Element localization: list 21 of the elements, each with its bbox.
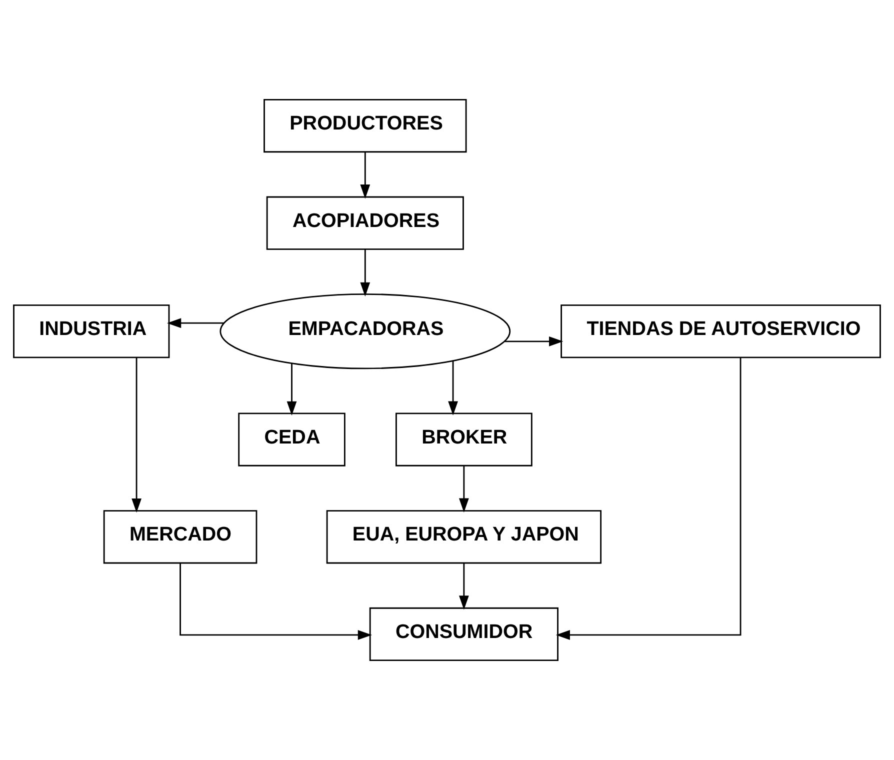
arrow — [180, 563, 372, 640]
arrow — [286, 363, 297, 416]
arrow — [459, 563, 469, 610]
node-box: CONSUMIDOR — [369, 607, 558, 662]
node-box: MERCADO — [103, 510, 258, 564]
node-box: BROKER — [396, 412, 532, 466]
node-ellipse: EMPACADORAS — [220, 293, 511, 370]
arrow — [504, 336, 564, 346]
node-box: EUA, EUROPA Y JAPON — [326, 510, 602, 564]
arrow — [167, 318, 224, 328]
arrow — [459, 466, 469, 512]
node-box: INDUSTRIA — [13, 304, 170, 358]
arrow — [556, 358, 742, 640]
arrow — [132, 358, 142, 513]
node-box: ACOPIADORES — [266, 196, 464, 250]
arrow — [448, 360, 458, 416]
node-box: CEDA — [238, 412, 346, 466]
arrow — [360, 249, 370, 296]
arrow — [360, 152, 370, 199]
node-box: TIENDAS DE AUTOSERVICIO — [560, 304, 881, 358]
node-box: PRODUCTORES — [264, 98, 467, 153]
